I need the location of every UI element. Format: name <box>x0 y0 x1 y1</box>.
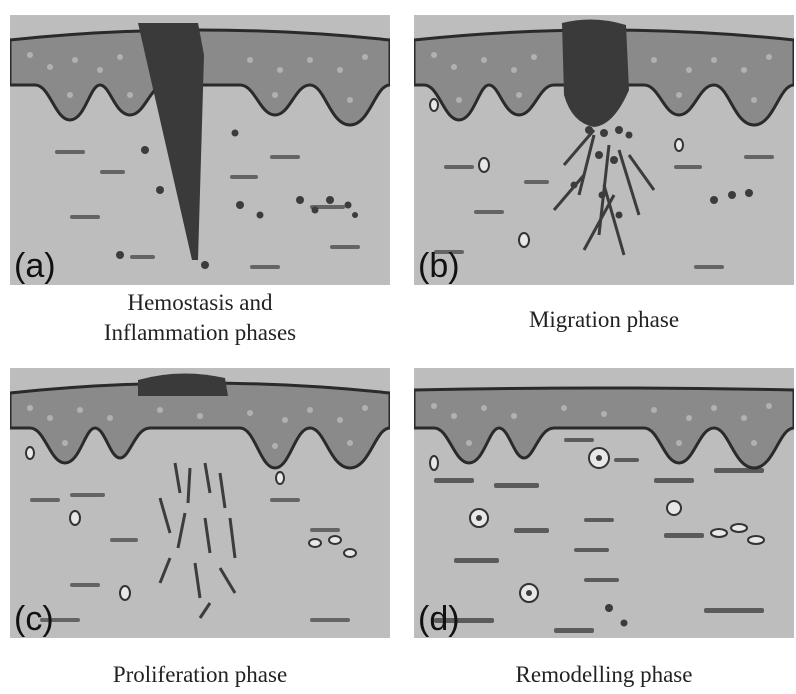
caption-b: Migration phase <box>414 305 794 335</box>
panel-b-illustration: (b) <box>414 15 794 285</box>
caption-a-line-2: Inflammation phases <box>10 318 390 348</box>
panel-a-hemostasis: (a) <box>10 15 390 285</box>
panel-letter-c: (c) <box>14 600 54 638</box>
panel-letter-a: (a) <box>14 247 56 285</box>
panel-b-migration: (b) <box>414 15 794 285</box>
caption-b-line-1: Migration phase <box>414 305 794 335</box>
panel-c-illustration: (c) <box>10 368 390 638</box>
panel-d-illustration: (d) <box>414 368 794 638</box>
caption-c: Proliferation phase <box>10 660 390 690</box>
panel-d-remodelling: (d) <box>414 368 794 638</box>
caption-d-line-1: Remodelling phase <box>414 660 794 690</box>
caption-c-line-1: Proliferation phase <box>10 660 390 690</box>
panel-letter-b: (b) <box>418 247 460 285</box>
caption-a: Hemostasis and Inflammation phases <box>10 288 390 348</box>
caption-d: Remodelling phase <box>414 660 794 690</box>
panel-a-illustration: (a) <box>10 15 390 285</box>
panel-c-proliferation: (c) <box>10 368 390 638</box>
blood-clot-icon <box>138 373 228 396</box>
caption-a-line-1: Hemostasis and <box>10 288 390 318</box>
panel-letter-d: (d) <box>418 600 460 638</box>
